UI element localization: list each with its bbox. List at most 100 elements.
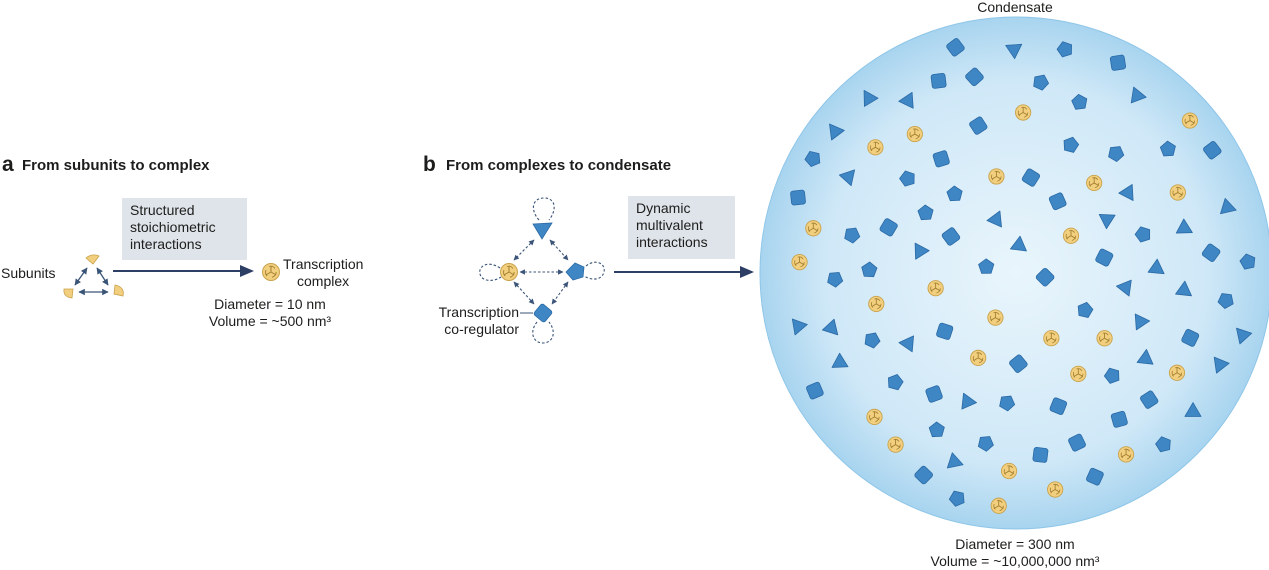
condensate-pentagon-molecule bbox=[887, 374, 904, 391]
condensate-volume: Volume = ~10,000,000 nm³ bbox=[930, 553, 1100, 569]
condensate-triangle-molecule bbox=[986, 210, 1002, 228]
condensate-triangle-molecule bbox=[831, 352, 849, 368]
condensate-pentagon-molecule bbox=[1077, 301, 1094, 318]
condensate-label: Condensate bbox=[977, 0, 1053, 15]
interaction-network bbox=[479, 197, 605, 344]
triangle-protein-node bbox=[532, 222, 553, 240]
condensate-diameter: Diameter = 300 nm bbox=[955, 536, 1075, 552]
condensate-triangle-molecule bbox=[1175, 280, 1192, 297]
condensate-triangle-molecule bbox=[1147, 258, 1165, 275]
condensate-complex-molecule bbox=[1086, 174, 1103, 192]
condensate-square-molecule bbox=[1086, 467, 1104, 486]
condensate-square-molecule bbox=[965, 67, 984, 87]
transcription-complex-icon bbox=[262, 263, 280, 281]
condensate-square-molecule bbox=[1110, 410, 1128, 428]
condensate-square-molecule bbox=[1009, 354, 1028, 373]
condensate-pentagon-molecule bbox=[861, 261, 878, 278]
condensate-triangle-molecule bbox=[898, 335, 914, 353]
condensate-square-molecule bbox=[1035, 267, 1055, 287]
condensate-complex-molecule bbox=[1015, 104, 1032, 121]
condensate-pentagon-molecule bbox=[978, 258, 995, 274]
condensate-complex-molecule bbox=[868, 295, 885, 313]
condensate-pentagon-molecule bbox=[946, 185, 963, 202]
condensate-triangle-molecule bbox=[1236, 327, 1253, 345]
pentagon-protein-node bbox=[565, 262, 585, 281]
condensate-triangle-molecule bbox=[1175, 218, 1193, 234]
subunit-shape-top bbox=[85, 254, 100, 265]
condensate-pentagon-molecule bbox=[948, 490, 965, 507]
self-loop-right bbox=[583, 261, 605, 280]
complex-diameter: Diameter = 10 nm bbox=[214, 296, 326, 312]
condensate-pentagon-molecule bbox=[1134, 226, 1151, 243]
condensate-square-molecule bbox=[1201, 243, 1221, 262]
condensate-size-caption: Diameter = 300 nm Volume = ~10,000,000 n… bbox=[900, 536, 1130, 570]
condensate-pentagon-molecule bbox=[827, 271, 844, 288]
condensate-complex-molecule bbox=[1047, 481, 1064, 498]
condensate-triangle-molecule bbox=[1118, 184, 1134, 201]
condensate-square-molecule bbox=[941, 227, 961, 246]
condensate-square-molecule bbox=[1021, 168, 1041, 187]
condensate-pentagon-molecule bbox=[1103, 367, 1120, 384]
condensate-triangle-molecule bbox=[946, 452, 964, 469]
condensate-pentagon-molecule bbox=[1071, 93, 1088, 110]
subunit-shape-left bbox=[63, 288, 74, 299]
box-b-line3: interactions bbox=[636, 234, 708, 250]
panel-b-title: From complexes to condensate bbox=[446, 157, 672, 174]
condensate-pentagon-molecule bbox=[1239, 253, 1256, 270]
condensate-square-molecule bbox=[1068, 433, 1086, 452]
condensate-triangle-molecule bbox=[1010, 235, 1027, 252]
panel-b-letter: b bbox=[423, 153, 436, 176]
condensate-square-molecule bbox=[1203, 141, 1222, 160]
condensate-pentagon-molecule bbox=[1155, 436, 1171, 453]
self-loop-top bbox=[532, 197, 555, 221]
condensate-square-molecule bbox=[969, 116, 988, 135]
condensate-complex-molecule bbox=[988, 168, 1005, 185]
condensate-triangle-molecule bbox=[1220, 198, 1237, 215]
condensate-complex-molecule bbox=[887, 436, 904, 453]
dynamic-interactions-box: Dynamic multivalent interactions bbox=[628, 196, 735, 259]
condensate-triangle-molecule bbox=[1134, 313, 1151, 331]
condensate-complex-molecule bbox=[927, 280, 944, 297]
condensate-complex-molecule bbox=[1181, 112, 1199, 129]
condensate-square-molecule bbox=[930, 72, 947, 89]
link-left-bottom bbox=[513, 281, 535, 305]
condensate-complex-molecule bbox=[805, 220, 822, 237]
condensate-triangle-molecule bbox=[791, 318, 808, 336]
condensate-square-molecule bbox=[1032, 446, 1049, 463]
condensate-pentagon-molecule bbox=[1056, 41, 1072, 58]
condensate-pentagon-molecule bbox=[917, 204, 934, 221]
condensate-pentagon-molecule bbox=[1033, 74, 1050, 91]
condensate-complex-molecule bbox=[1070, 365, 1087, 382]
condensate-square-molecule bbox=[806, 381, 824, 400]
condensate-triangle-molecule bbox=[1213, 356, 1230, 374]
condensate-complex-molecule bbox=[1062, 227, 1080, 244]
condensate-triangle-molecule bbox=[1130, 86, 1147, 104]
co-regulator-label: Transcription co-regulator bbox=[423, 304, 519, 338]
condensate-triangle-molecule bbox=[1136, 349, 1154, 365]
condensate-triangle-molecule bbox=[1005, 43, 1023, 60]
condensate-square-molecule bbox=[946, 38, 965, 57]
condensate-square-molecule bbox=[932, 150, 950, 168]
complex-volume: Volume = ~500 nm³ bbox=[208, 313, 332, 329]
condensate-complex-molecule bbox=[1096, 330, 1113, 347]
subunits-label: Subunits bbox=[1, 265, 56, 281]
link-right-bottom bbox=[551, 281, 569, 305]
panel-a-letter: a bbox=[2, 153, 14, 176]
condensate-pentagon-molecule bbox=[1159, 140, 1176, 157]
condensate-particles bbox=[790, 38, 1256, 514]
condensate-complex-molecule bbox=[1000, 462, 1018, 480]
condensate-triangle-molecule bbox=[838, 169, 855, 187]
condensate-triangle-molecule bbox=[898, 91, 914, 109]
subunit-shape-right bbox=[113, 284, 124, 297]
co-regulator-node bbox=[533, 303, 553, 323]
condensate-pentagon-molecule bbox=[864, 332, 881, 349]
condensate-square-molecule bbox=[790, 189, 806, 206]
condensate-square-molecule bbox=[1181, 328, 1200, 347]
box-a-line3: interactions bbox=[130, 236, 202, 252]
condensate-triangle-molecule bbox=[829, 123, 845, 141]
condensate-triangle-molecule bbox=[961, 392, 978, 410]
condensate-pentagon-molecule bbox=[804, 150, 821, 168]
coreg-line1: Transcription bbox=[438, 304, 519, 320]
condensate-pentagon-molecule bbox=[999, 395, 1016, 412]
